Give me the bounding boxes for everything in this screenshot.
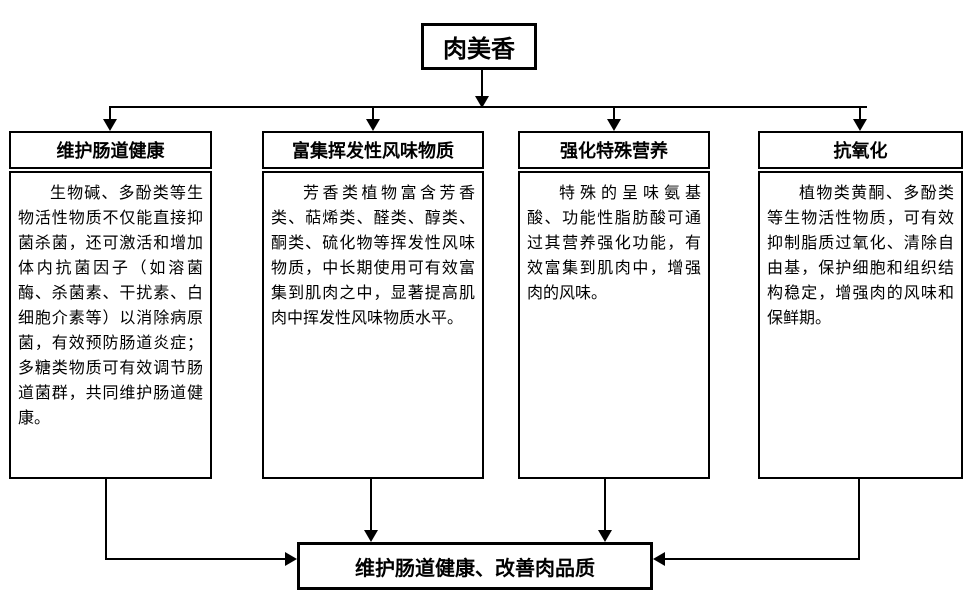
branch1-arrowhead-down-icon (103, 119, 117, 131)
branch3-body-text: 特殊的呈味氨基酸、功能性脂肪酸可通过其营养强化功能，有效富集到肌肉中，增强肉的风… (527, 185, 701, 302)
root-arrowhead-down-icon (475, 96, 489, 108)
branch2-body-text: 芳香类植物富含芳香类、萜烯类、醛类、醇类、酮类、硫化物等挥发性风味物质，中长期使… (271, 185, 475, 327)
branch2-header-label: 富集挥发性风味物质 (292, 141, 454, 161)
root-label: 肉美香 (443, 36, 515, 63)
distribution-line (109, 106, 867, 108)
outcome-box: 维护肠道健康、改善肉品质 (297, 542, 653, 590)
branch1-header-label: 维护肠道健康 (56, 141, 165, 161)
branch2-arrowhead-down-icon (366, 119, 380, 131)
branch3-stem-line (613, 107, 615, 120)
branch3-outlet-vline (604, 479, 606, 531)
branch2-outlet-vline (370, 479, 372, 531)
branch2-body-box: 芳香类植物富含芳香类、萜烯类、醛类、醇类、酮类、硫化物等挥发性风味物质，中长期使… (262, 171, 484, 479)
root-box: 肉美香 (421, 23, 537, 70)
branch4-stem-line (859, 107, 861, 120)
branch3-arrowhead-down-icon (607, 119, 621, 131)
branch4-outlet-vline (858, 479, 860, 560)
root-stem-line (481, 70, 483, 98)
branch4-header-box: 抗氧化 (758, 131, 963, 169)
branch4-outlet-hline (665, 558, 860, 560)
outcome-label: 维护肠道健康、改善肉品质 (355, 557, 595, 580)
branch4-body-text: 植物类黄酮、多酚类等生物活性物质，可有效抑制脂质过氧化、清除自由基，保护细胞和组… (767, 185, 954, 327)
branch3-header-label: 强化特殊营养 (560, 141, 668, 161)
branch1-body-box: 生物碱、多酚类等生物活性物质不仅能直接抑菌杀菌，还可激活和增加体内抗菌因子（如溶… (9, 171, 212, 479)
branch1-body-text: 生物碱、多酚类等生物活性物质不仅能直接抑菌杀菌，还可激活和增加体内抗菌因子（如溶… (18, 185, 203, 427)
branch3-outlet-arrowhead-down-icon (598, 530, 612, 542)
branch4-arrowhead-left-icon (653, 552, 665, 566)
branch2-outlet-arrowhead-down-icon (364, 530, 378, 542)
branch1-arrowhead-right-icon (285, 552, 297, 566)
branch1-outlet-hline (105, 558, 286, 560)
branch2-header-box: 富集挥发性风味物质 (262, 131, 484, 169)
branch1-stem-line (109, 107, 111, 120)
branch1-header-box: 维护肠道健康 (9, 131, 212, 169)
branch4-header-label: 抗氧化 (833, 141, 888, 161)
branch2-stem-line (372, 107, 374, 120)
branch3-body-box: 特殊的呈味氨基酸、功能性脂肪酸可通过其营养强化功能，有效富集到肌肉中，增强肉的风… (518, 171, 710, 479)
branch4-body-box: 植物类黄酮、多酚类等生物活性物质，可有效抑制脂质过氧化、清除自由基，保护细胞和组… (758, 171, 963, 479)
branch3-header-box: 强化特殊营养 (518, 131, 710, 169)
branch4-arrowhead-down-icon (853, 119, 867, 131)
branch1-outlet-vline (105, 479, 107, 560)
